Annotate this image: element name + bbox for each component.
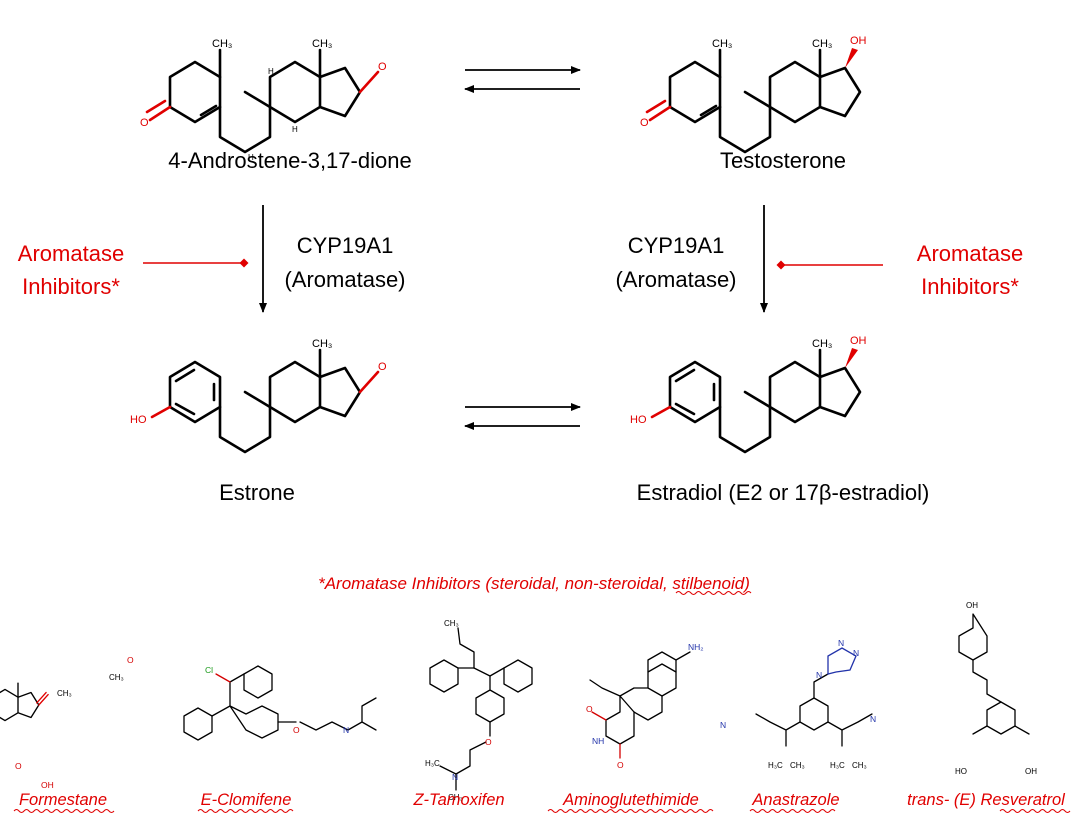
drug-label-aminoglutethimide: Aminoglutethimide (562, 791, 699, 809)
svg-text:N: N (720, 720, 726, 730)
svg-text:CH₃: CH₃ (812, 38, 832, 50)
svg-text:CH₃: CH₃ (57, 689, 72, 698)
svg-text:H₃C: H₃C (830, 761, 845, 770)
svg-text:H₃C: H₃C (425, 759, 440, 768)
svg-text:CH₃: CH₃ (852, 761, 867, 770)
tamoxifen-structure (429, 627, 533, 791)
svg-text:OH: OH (41, 780, 54, 790)
drug-label-tamoxifen: Z-Tamoxifen (412, 791, 504, 809)
enzyme-label-right-2: (Aromatase) (615, 267, 736, 292)
estradiol-structure: HO OH CH₃ (630, 335, 867, 454)
inhibitor-label-right-1: Aromatase (917, 241, 1023, 266)
svg-text:O: O (617, 760, 624, 770)
svg-text:CH₃: CH₃ (712, 38, 732, 50)
svg-text:O: O (15, 761, 22, 771)
svg-text:N: N (838, 638, 844, 648)
testosterone-label: Testosterone (720, 148, 846, 173)
svg-text:CH₃: CH₃ (812, 338, 832, 350)
svg-text:OH: OH (850, 335, 867, 347)
svg-text:CH₃: CH₃ (790, 761, 805, 770)
clomifene-structure (183, 665, 377, 741)
svg-text:N: N (343, 725, 349, 735)
svg-text:O: O (127, 655, 134, 665)
estrone-label: Estrone (219, 480, 295, 505)
spellcheck-underlines (13, 809, 1071, 813)
svg-text:O: O (586, 704, 593, 714)
svg-text:H: H (292, 125, 298, 134)
svg-text:H₃C: H₃C (768, 761, 783, 770)
svg-text:HO: HO (955, 767, 967, 776)
svg-text:OH: OH (1025, 767, 1037, 776)
anastrozole-structure (755, 647, 873, 747)
svg-text:O: O (140, 117, 149, 129)
svg-text:NH: NH (592, 736, 604, 746)
svg-text:H: H (248, 153, 254, 162)
svg-text:N: N (452, 772, 458, 782)
drug-label-formestane: Formestane (19, 791, 107, 809)
svg-text:O: O (293, 725, 300, 735)
svg-text:N: N (870, 714, 876, 724)
enzyme-label-left-2: (Aromatase) (284, 267, 405, 292)
svg-text:Cl: Cl (205, 665, 213, 675)
drug-label-clomifene: E-Clomifene (201, 791, 292, 809)
svg-text:OH: OH (966, 601, 978, 610)
inhibitors-caption: *Aromatase Inhibitors (steroidal, non-st… (318, 574, 750, 593)
formestane-structure (0, 682, 49, 737)
testosterone-structure: O OH CH₃ CH₃ (640, 35, 867, 154)
svg-text:O: O (485, 737, 492, 747)
svg-text:O: O (378, 361, 387, 373)
enzyme-label-right-1: CYP19A1 (628, 233, 725, 258)
estrone-structure: HO O CH₃ (130, 338, 387, 454)
svg-text:CH₃: CH₃ (312, 38, 332, 50)
estradiol-label: Estradiol (E2 or 17β-estradiol) (637, 480, 930, 505)
aminoglutethimide-structure (589, 651, 691, 759)
svg-text:CH₃: CH₃ (212, 38, 232, 50)
svg-text:OH: OH (850, 35, 867, 47)
drug-label-anastrazole: Anastrazole (751, 791, 839, 809)
svg-text:NH₂: NH₂ (688, 642, 704, 652)
drug-label-resveratrol: trans- (E) Resveratrol (907, 791, 1066, 809)
svg-text:HO: HO (630, 414, 647, 426)
svg-text:CH₃: CH₃ (109, 673, 124, 682)
androstenedione-structure: O O CH₃ CH₃ H H H (140, 38, 387, 162)
resveratrol-structure (958, 613, 1030, 735)
androstenedione-label: 4-Androstene-3,17-dione (168, 148, 411, 173)
inhibitor-label-left-1: Aromatase (18, 241, 124, 266)
svg-text:N: N (816, 670, 822, 680)
svg-text:HO: HO (130, 414, 147, 426)
inhibitor-label-left-2: Inhibitors* (22, 274, 120, 299)
svg-text:H: H (268, 67, 274, 76)
svg-text:CH₃: CH₃ (444, 619, 459, 628)
inhibitor-label-right-2: Inhibitors* (921, 274, 1019, 299)
svg-text:O: O (378, 61, 387, 73)
svg-text:N: N (853, 648, 859, 658)
svg-text:CH₃: CH₃ (448, 793, 463, 802)
svg-text:O: O (640, 117, 649, 129)
enzyme-label-left-1: CYP19A1 (297, 233, 394, 258)
svg-text:CH₃: CH₃ (312, 338, 332, 350)
